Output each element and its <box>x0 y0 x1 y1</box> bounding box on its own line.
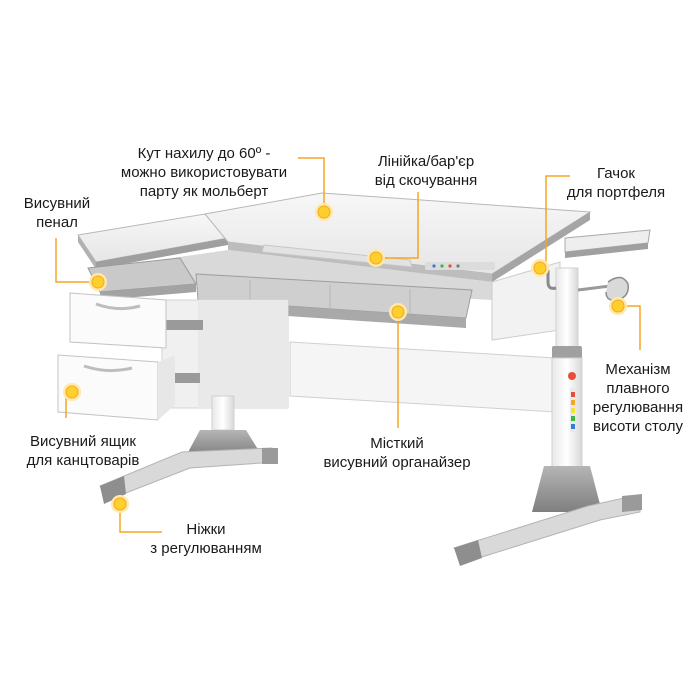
ruler-label-line: від скочування <box>374 172 478 189</box>
height-scale-mark <box>571 408 575 413</box>
lower-drawer-side <box>158 355 175 420</box>
right-leg-foot <box>532 466 602 512</box>
mechanism-label-line: Механізм <box>605 361 671 378</box>
brand-badge <box>568 372 576 380</box>
left-leg <box>211 395 235 431</box>
desk <box>57 192 651 566</box>
callout-lines <box>55 157 641 533</box>
drawer-label-line: Висувний ящик <box>30 433 136 450</box>
lower-drawer-handle <box>83 364 133 373</box>
legs-label: Ніжки з регулюванням <box>138 520 274 558</box>
sun-marker-icon <box>389 303 407 321</box>
pencil-case-label-line: Висувний <box>23 195 91 212</box>
sun-marker-icon <box>111 495 129 513</box>
tilt-label-line: Кут нахилу до 60º - <box>137 145 271 162</box>
hook-label-line: для портфеля <box>566 184 666 201</box>
right-leg-lower <box>551 357 583 469</box>
tilt-label: Кут нахилу до 60º - можно використовуват… <box>118 144 290 201</box>
control-panel <box>425 262 495 270</box>
sun-marker-icon <box>609 297 627 315</box>
legs-label-line: з регулюванням <box>150 540 262 557</box>
left-base-cap-back <box>262 448 278 464</box>
legs-callout-line <box>119 504 162 533</box>
mechanism-label-line: висоти столу <box>593 418 683 435</box>
sun-marker-icon <box>63 383 81 401</box>
organizer-label: Місткий висувний органайзер <box>312 434 482 472</box>
tilt-callout-line <box>298 157 325 212</box>
side-shelf-edge <box>565 243 648 258</box>
panel-dot <box>456 264 460 268</box>
height-scale-mark <box>571 416 575 421</box>
organizer-label-line: Місткий <box>370 435 424 452</box>
left-base-cap <box>100 476 126 504</box>
tilt-label-line: можно використовувати <box>120 164 288 181</box>
right-base-cap-back <box>622 494 642 512</box>
right-base-cap <box>454 540 482 566</box>
markers <box>63 203 627 513</box>
mechanism-label: Механізм плавного регулювання висоти сто… <box>582 360 694 436</box>
hook-label: Гачок для портфеля <box>560 164 672 202</box>
ruler-callout-line <box>376 192 419 259</box>
drawer-label: Висувний ящик для канцтоварів <box>8 432 158 470</box>
pencil-case-label-line: пенал <box>36 214 78 231</box>
left-desktop-side <box>78 235 96 269</box>
drawer-rail <box>165 320 203 330</box>
mechanism-label-line: плавного <box>606 380 670 397</box>
sun-marker-icon <box>367 249 385 267</box>
mechanism-label-line: регулювання <box>592 399 684 416</box>
right-leg-upper <box>555 267 579 355</box>
pencil-tray-front <box>100 284 196 300</box>
organizer-label-line: висувний органайзер <box>323 454 471 471</box>
left-desktop-edge <box>96 238 228 269</box>
right-leg-collar <box>552 346 582 360</box>
sun-marker-icon <box>315 203 333 221</box>
ruler-label: Лінійка/бар'єр від скочування <box>360 152 492 190</box>
bag-hook <box>546 270 557 290</box>
frame-crossbar <box>289 341 557 413</box>
sun-marker-icon <box>531 259 549 277</box>
drawer-rail <box>160 373 200 383</box>
hook-callout-line <box>545 175 570 266</box>
legs-label-line: Ніжки <box>186 521 226 538</box>
drawer-cabinet-side <box>198 300 288 408</box>
upper-drawer-handle <box>95 302 141 311</box>
panel-dot <box>440 264 444 268</box>
panel-dot <box>448 264 452 268</box>
crank-handle-icon[interactable] <box>577 276 630 302</box>
height-scale-mark <box>571 400 575 405</box>
ruler-label-line: Лінійка/бар'єр <box>377 153 475 170</box>
height-scale-mark <box>571 392 575 397</box>
height-scale-mark <box>571 424 575 429</box>
main-desktop-edge <box>492 212 590 282</box>
panel-dot <box>432 264 436 268</box>
drawer-label-line: для канцтоварів <box>26 452 140 469</box>
sun-marker-icon <box>89 273 107 291</box>
pencil-callout-line <box>55 238 98 283</box>
upper-drawer <box>69 292 167 349</box>
tilt-label-line: парту як мольберт <box>139 183 269 200</box>
pencil-case-label: Висувний пенал <box>12 194 102 232</box>
hook-label-line: Гачок <box>596 165 635 182</box>
